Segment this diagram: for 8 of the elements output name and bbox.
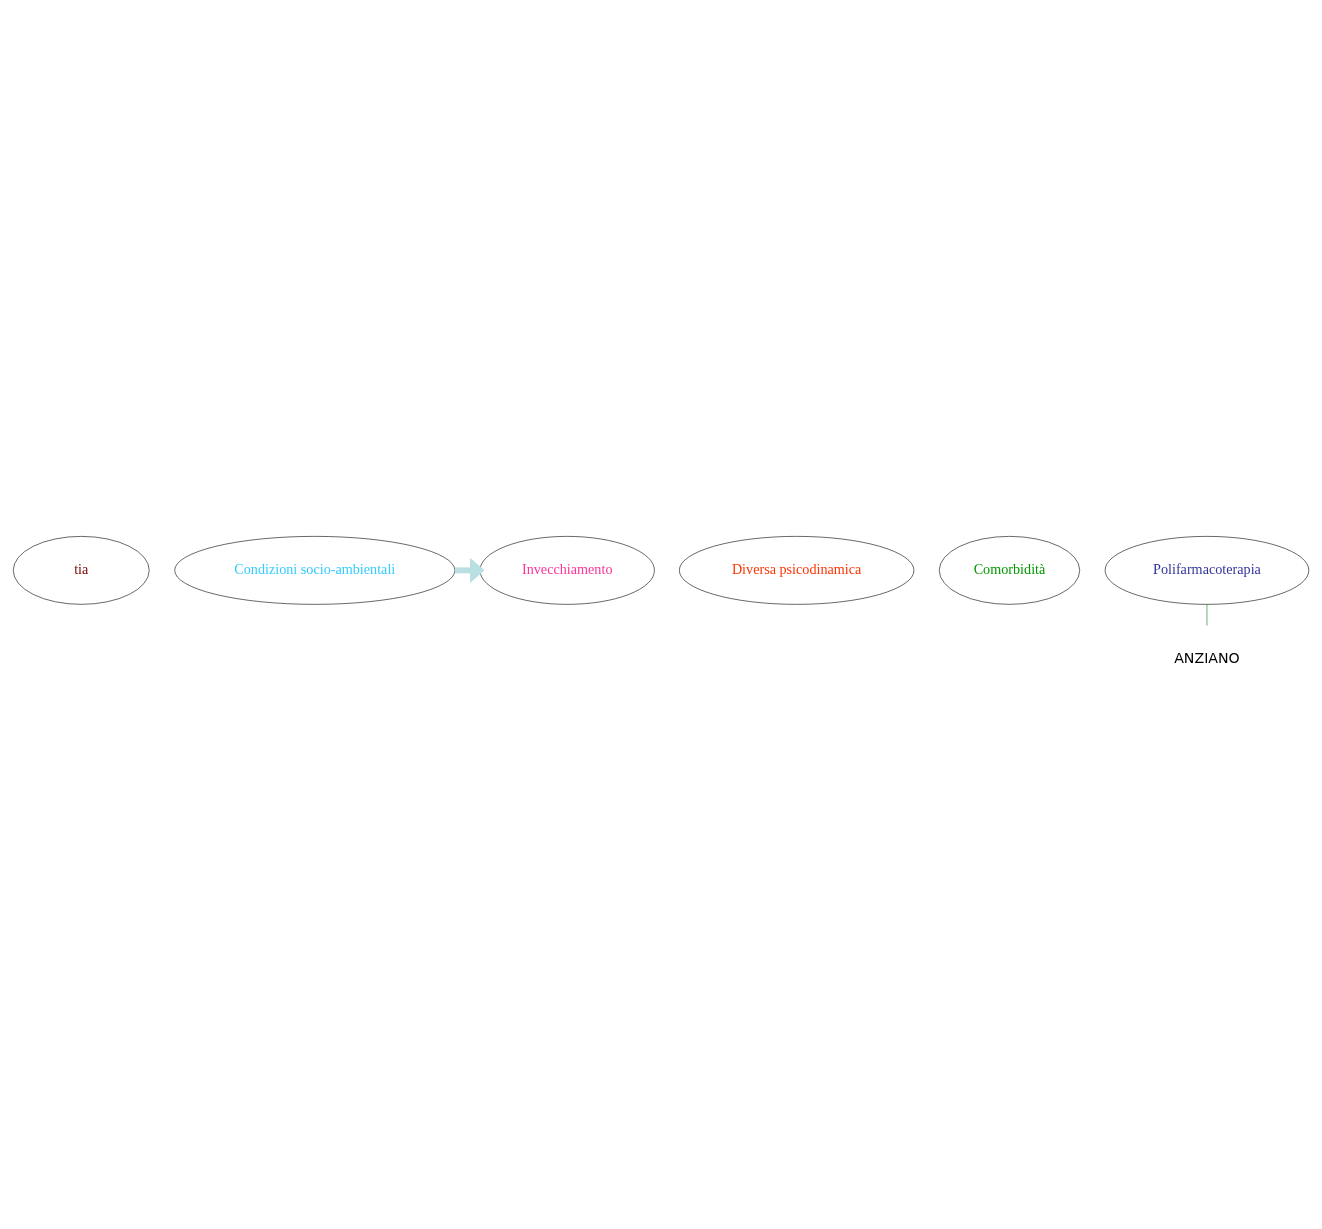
- node-ellipse: Condizioni socio-ambientali: [174, 535, 456, 605]
- node-ellipse: Invecchiamento: [479, 535, 655, 605]
- node-ellipse: tia: [12, 535, 150, 605]
- node-ellipse: Diversa psicodinamica: [679, 535, 915, 605]
- node-ellipse: Polifarmacoterapia: [1104, 535, 1310, 605]
- arrow: [454, 557, 485, 583]
- node-ellipse: Comorbidità: [938, 535, 1081, 605]
- node-text: ANZIANO: [1174, 649, 1240, 666]
